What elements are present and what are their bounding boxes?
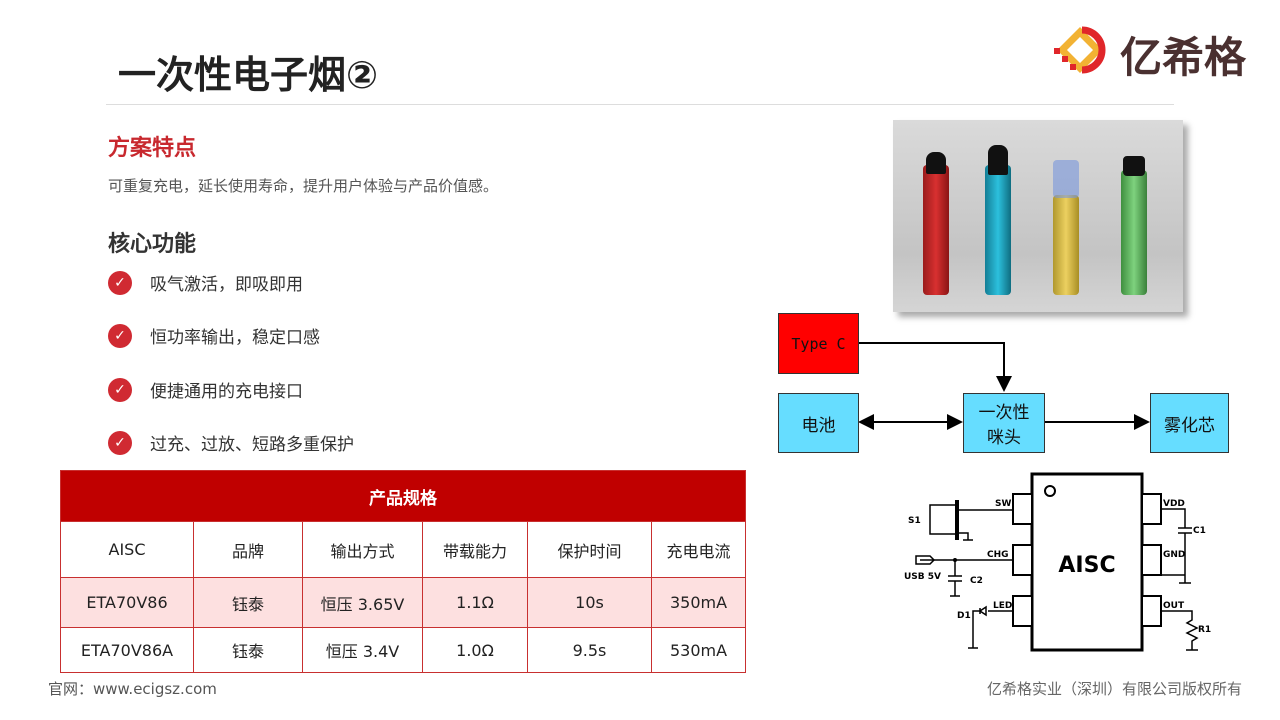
pin-label: LED [993, 601, 1012, 611]
cell: 钰泰 [193, 577, 303, 628]
part-label: C1 [1193, 526, 1206, 536]
cell: 钰泰 [193, 627, 303, 673]
logo-text: 亿希格 [1120, 33, 1247, 82]
chip-label: AISC [1058, 553, 1115, 578]
pin-label: SW [995, 499, 1011, 509]
website-link[interactable]: 官网：www.ecigsz.com [48, 680, 217, 698]
scheme-description: 可重复充电，延长使用寿命，提升用户体验与产品价值感。 [108, 177, 499, 195]
col-header: 带载能力 [422, 521, 528, 578]
product-photo [893, 120, 1183, 312]
pin-label: CHG [987, 550, 1009, 560]
col-header: AISC [60, 521, 194, 578]
pin-label: GND [1163, 550, 1185, 560]
company-logo: 亿希格 [1050, 20, 1275, 82]
part-label: USB 5V [904, 572, 941, 582]
pin-label: OUT [1163, 601, 1185, 611]
typec-block: Type C [778, 313, 859, 374]
mic-block: 一次性咪头 [963, 393, 1045, 453]
feature-label: 便捷通用的充电接口 [150, 382, 303, 402]
atomizer-block: 雾化芯 [1150, 393, 1229, 453]
feature-item: ✓ 吸气激活，即吸即用 [108, 270, 303, 295]
arrow-typec-to-mic [858, 342, 1012, 392]
check-icon: ✓ [108, 377, 132, 402]
part-label: S1 [908, 516, 921, 526]
cell: 恒压 3.65V [302, 577, 423, 628]
part-label: C2 [970, 576, 983, 586]
cell: 恒压 3.4V [302, 627, 423, 673]
check-icon: ✓ [108, 323, 132, 348]
circuit-schematic: AISC SW CHG LED VDD GND OUT S1 USB 5V C2… [904, 472, 1211, 652]
feature-item: ✓ 恒功率输出，稳定口感 [108, 323, 320, 348]
cell: 530mA [651, 627, 746, 673]
scheme-heading: 方案特点 [108, 136, 197, 161]
block-diagram-connectors [858, 342, 1150, 430]
check-icon: ✓ [108, 430, 132, 455]
feature-label: 吸气激活，即吸即用 [150, 275, 303, 295]
cell: 1.0Ω [422, 627, 528, 673]
page-title: 一次性电子烟② [118, 53, 379, 97]
cell: 10s [527, 577, 652, 628]
col-header: 充电电流 [651, 521, 746, 578]
cell: 1.1Ω [422, 577, 528, 628]
feature-item: ✓ 过充、过放、短路多重保护 [108, 430, 354, 455]
logo-mark-icon [1054, 26, 1106, 74]
spec-table: 产品规格 AISC 品牌 输出方式 带载能力 保护时间 充电电流 ETA70V8… [60, 470, 746, 673]
cell: 350mA [651, 577, 746, 628]
col-header: 保护时间 [527, 521, 652, 578]
pin-label: VDD [1163, 499, 1185, 509]
col-header: 输出方式 [302, 521, 423, 578]
core-heading: 核心功能 [108, 232, 197, 257]
feature-label: 过充、过放、短路多重保护 [150, 435, 354, 455]
battery-block: 电池 [778, 393, 859, 453]
copyright: 亿希格实业（深圳）有限公司版权所有 [986, 680, 1242, 698]
col-header: 品牌 [193, 521, 303, 578]
cell: ETA70V86A [60, 627, 194, 673]
table-header-row: AISC 品牌 输出方式 带载能力 保护时间 充电电流 [60, 521, 746, 578]
divider [106, 104, 1174, 105]
feature-item: ✓ 便捷通用的充电接口 [108, 377, 303, 402]
feature-label: 恒功率输出，稳定口感 [150, 328, 320, 348]
cell: 9.5s [527, 627, 652, 673]
check-icon: ✓ [108, 270, 132, 295]
part-label: R1 [1198, 625, 1211, 635]
part-label: D1 [957, 611, 971, 621]
cell: ETA70V86 [60, 577, 194, 628]
table-title: 产品规格 [60, 470, 746, 522]
